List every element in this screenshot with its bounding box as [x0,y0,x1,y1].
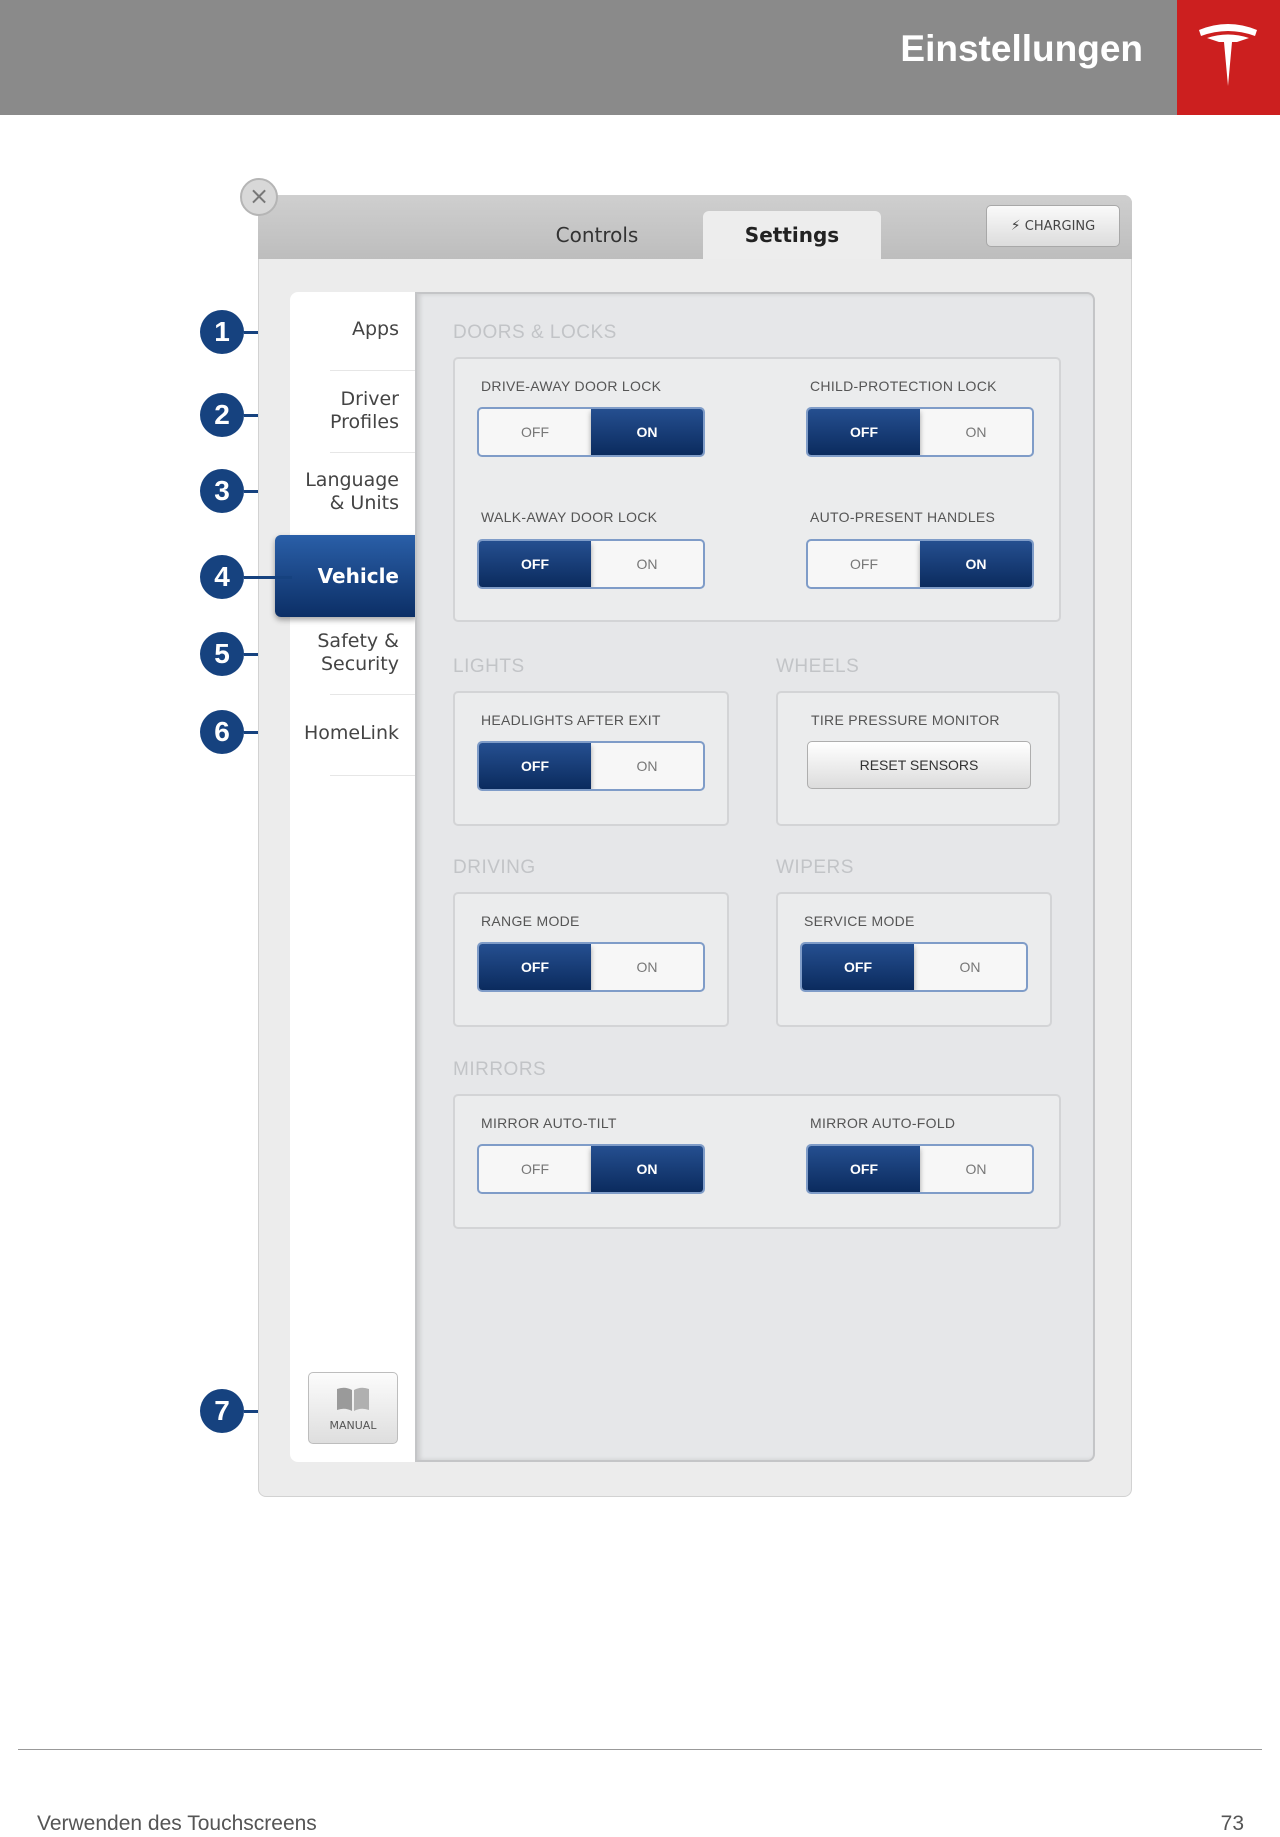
settings-menu [290,292,415,1462]
range-mode-on[interactable]: ON [636,959,658,975]
auto-present-toggle[interactable]: OFF ON [806,539,1034,589]
callout-1: 1 [200,310,244,354]
callout-2: 2 [200,393,244,437]
menu-item-language-units[interactable]: Language & Units [305,469,399,514]
tesla-logo-icon [1199,24,1257,86]
service-mode-label: SERVICE MODE [804,913,915,929]
callout-7: 7 [200,1389,244,1433]
headlights-on[interactable]: ON [636,758,658,774]
section-title-doors: DOORS & LOCKS [453,322,617,343]
headlights-label: HEADLIGHTS AFTER EXIT [481,712,661,728]
callout-5: 5 [200,632,244,676]
menu-divider [330,775,415,776]
service-mode-off[interactable]: OFF [802,944,914,990]
child-protection-off[interactable]: OFF [808,409,920,455]
wheels-box: TIRE PRESSURE MONITOR RESET SENSORS [776,691,1060,826]
auto-present-label: AUTO-PRESENT HANDLES [810,509,996,525]
mirrors-box: MIRROR AUTO-TILT OFF ON MIRROR AUTO-FOLD… [453,1094,1061,1229]
charging-button[interactable]: ⚡ CHARGING [986,205,1120,247]
page-header: Einstellungen [0,0,1280,115]
walk-away-label: WALK-AWAY DOOR LOCK [481,509,658,525]
section-title-wipers: WIPERS [776,857,854,878]
vehicle-settings-panel: DOORS & LOCKS DRIVE-AWAY DOOR LOCK OFF O… [415,292,1095,1462]
service-mode-toggle[interactable]: OFF ON [800,942,1028,992]
child-protection-label: CHILD-PROTECTION LOCK [810,378,997,394]
drive-away-toggle[interactable]: OFF ON [477,407,705,457]
section-title-mirrors: MIRRORS [453,1059,547,1080]
driving-box: RANGE MODE OFF ON [453,892,729,1027]
page-number: 73 [1220,1812,1244,1835]
menu-divider [330,370,415,371]
footer-divider [18,1749,1262,1750]
drive-away-on[interactable]: ON [591,409,703,455]
page-title: Einstellungen [900,28,1143,69]
lights-box: HEADLIGHTS AFTER EXIT OFF ON [453,691,729,826]
wipers-box: SERVICE MODE OFF ON [776,892,1052,1027]
auto-tilt-label: MIRROR AUTO-TILT [481,1115,617,1131]
auto-fold-label: MIRROR AUTO-FOLD [810,1115,956,1131]
auto-fold-off[interactable]: OFF [808,1146,920,1192]
drive-away-label: DRIVE-AWAY DOOR LOCK [481,378,662,394]
section-title-lights: LIGHTS [453,656,525,677]
callout-4: 4 [200,555,244,599]
menu-item-driver-profiles[interactable]: Driver Profiles [330,388,399,433]
callout-6: 6 [200,710,244,754]
range-mode-toggle[interactable]: OFF ON [477,942,705,992]
child-protection-toggle[interactable]: OFF ON [806,407,1034,457]
menu-divider [330,694,415,695]
headlights-toggle[interactable]: OFF ON [477,741,705,791]
menu-divider [330,452,415,453]
manual-button[interactable]: MANUAL [308,1372,398,1444]
headlights-off[interactable]: OFF [479,743,591,789]
doors-locks-box: DRIVE-AWAY DOOR LOCK OFF ON CHILD-PROTEC… [453,357,1061,622]
menu-item-apps[interactable]: Apps [351,318,399,340]
child-protection-on[interactable]: ON [965,424,987,440]
auto-tilt-on[interactable]: ON [591,1146,703,1192]
range-mode-off[interactable]: OFF [479,944,591,990]
section-title-wheels: WHEELS [776,656,860,677]
walk-away-toggle[interactable]: OFF ON [477,539,705,589]
walk-away-off[interactable]: OFF [479,541,591,587]
drive-away-off[interactable]: OFF [521,424,549,440]
section-title-driving: DRIVING [453,857,536,878]
tab-controls[interactable]: Controls [555,223,639,247]
tire-pressure-label: TIRE PRESSURE MONITOR [811,712,1000,728]
tab-settings[interactable]: Settings [703,211,881,259]
walk-away-on[interactable]: ON [636,556,658,572]
close-icon[interactable]: × [240,178,278,216]
plug-icon: ⚡ [1010,218,1021,234]
auto-present-off[interactable]: OFF [850,556,878,572]
menu-item-homelink[interactable]: HomeLink [303,722,399,744]
auto-present-on[interactable]: ON [920,541,1032,587]
callout-line-4 [244,576,292,579]
callout-3: 3 [200,469,244,513]
auto-fold-on[interactable]: ON [965,1161,987,1177]
range-mode-label: RANGE MODE [481,913,580,929]
auto-tilt-off[interactable]: OFF [521,1161,549,1177]
service-mode-on[interactable]: ON [959,959,981,975]
tesla-logo-box [1177,0,1280,115]
book-icon [337,1387,369,1411]
footer-section-name: Verwenden des Touchscreens [37,1812,317,1835]
auto-fold-toggle[interactable]: OFF ON [806,1144,1034,1194]
menu-item-safety-security[interactable]: Safety & Security [317,630,399,675]
reset-sensors-button[interactable]: RESET SENSORS [807,741,1031,789]
menu-item-vehicle[interactable]: Vehicle [275,535,417,617]
auto-tilt-toggle[interactable]: OFF ON [477,1144,705,1194]
